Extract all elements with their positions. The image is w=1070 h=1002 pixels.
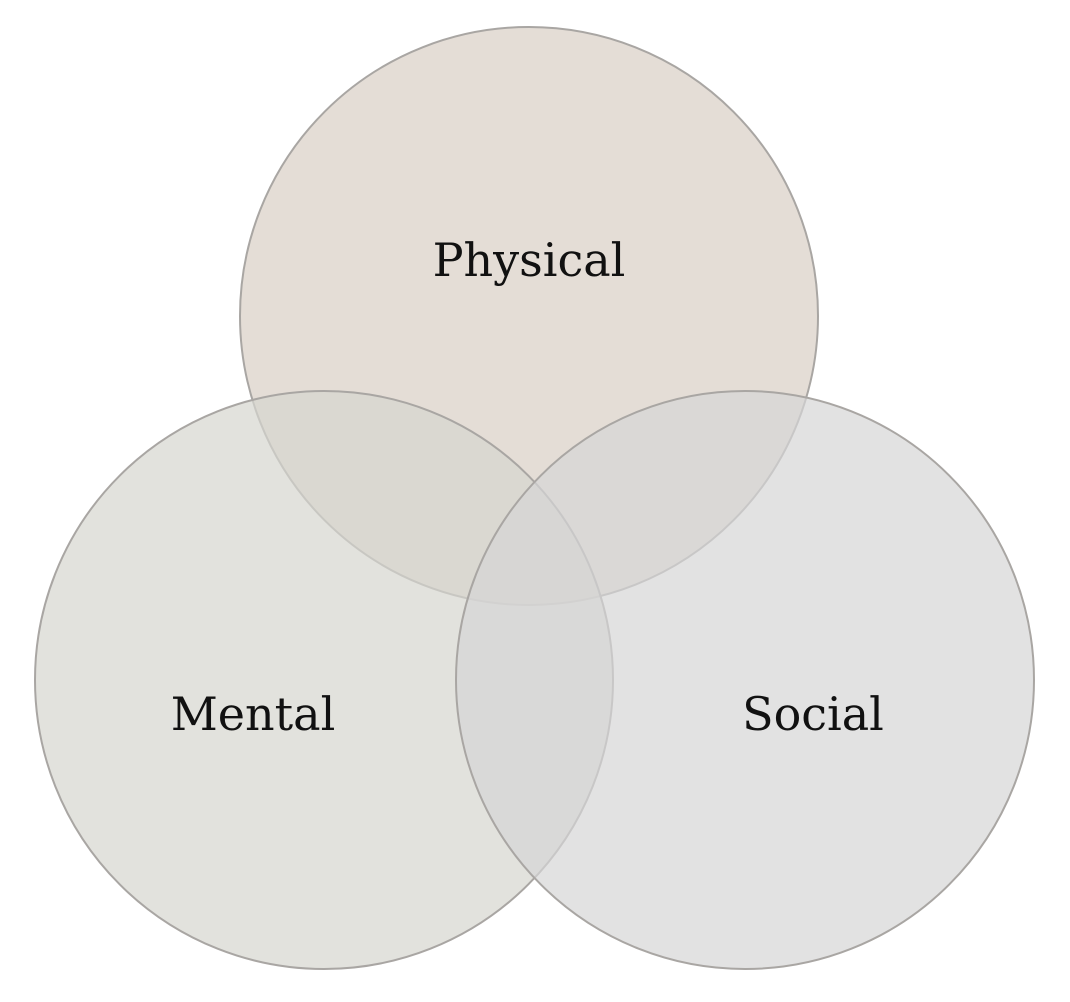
social-circle: [455, 390, 1035, 970]
mental-label: Mental: [171, 687, 336, 741]
social-label: Social: [742, 687, 884, 741]
physical-label: Physical: [433, 233, 626, 287]
